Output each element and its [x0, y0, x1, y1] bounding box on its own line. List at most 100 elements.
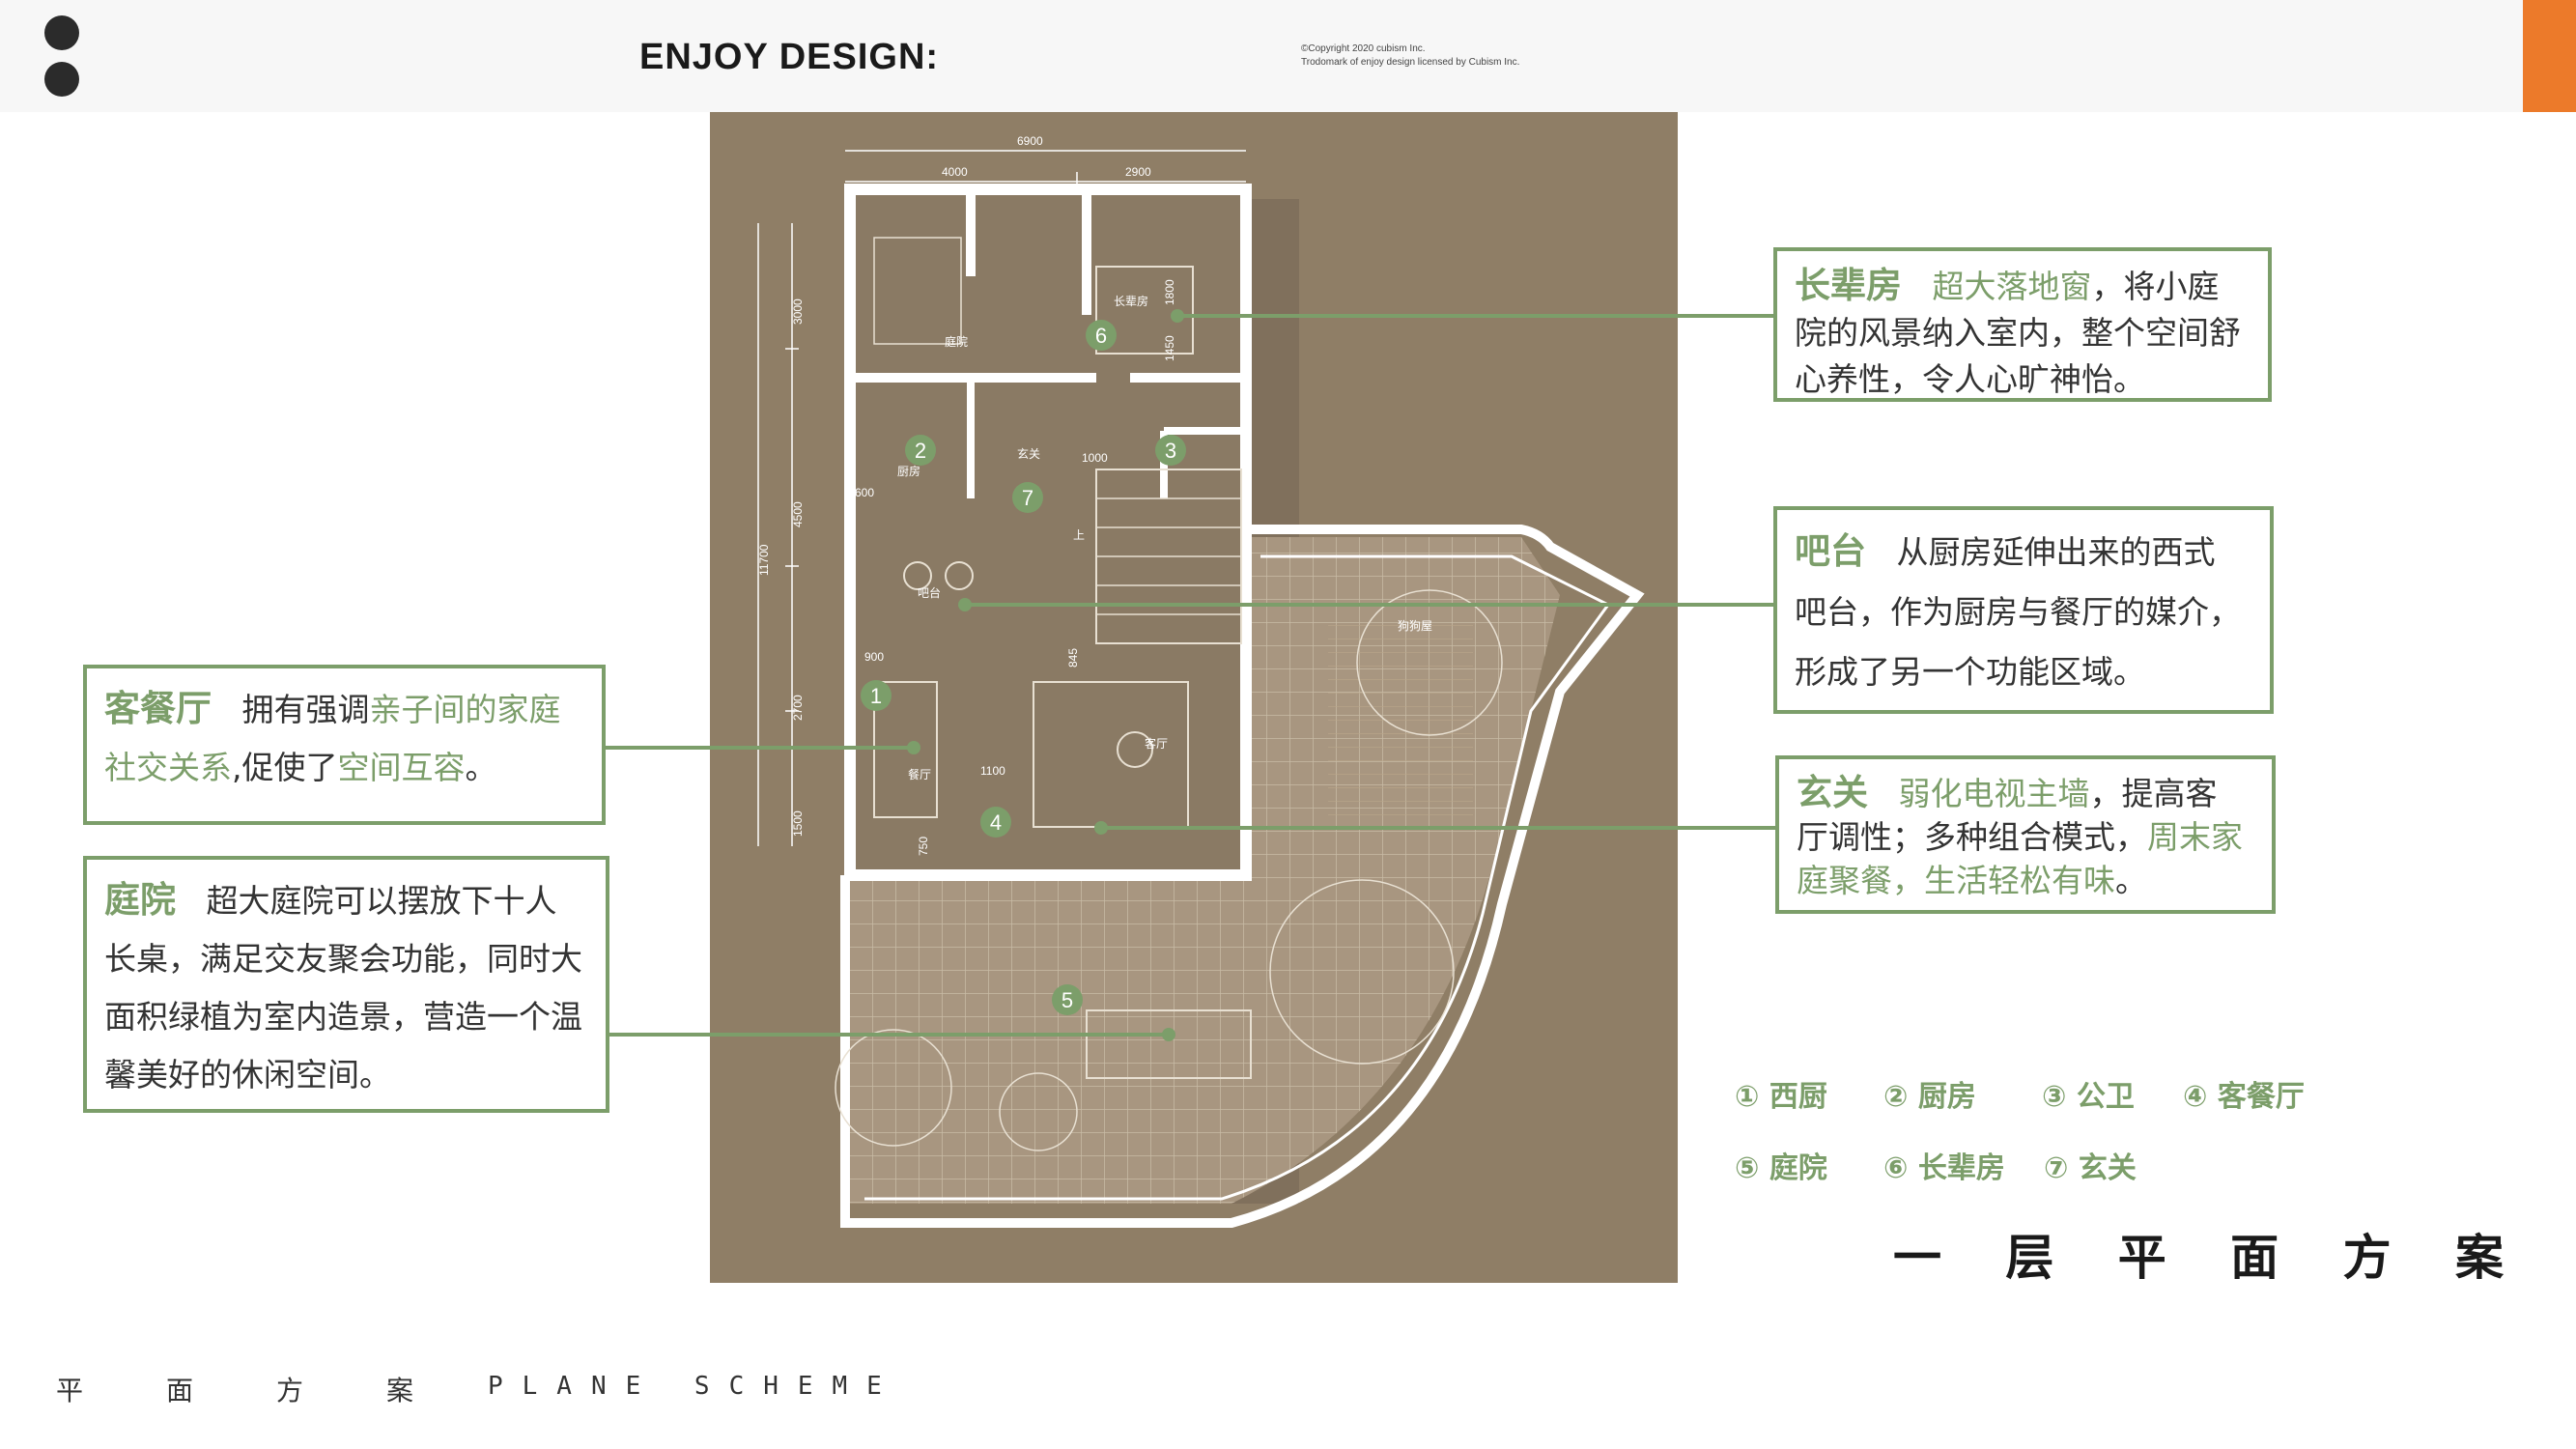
dim-seg-2700: 2700	[791, 695, 805, 721]
dim-left-width: 4000	[942, 165, 968, 179]
footer-cn-char-2: 面	[165, 1375, 193, 1406]
connector-foyer	[1101, 826, 1775, 830]
courtyard-inner-line	[864, 554, 1611, 1201]
floor-plan: 6900 4000 2900 11700 3000 4500 2700 1500…	[710, 112, 1678, 1283]
room-label-foyer: 玄关	[1017, 446, 1040, 461]
legend-item-2: ② 厨房	[1883, 1080, 1976, 1114]
callout-living-dining: 客餐厅 拥有强调亲子间的家庭 社交关系,促使了空间互容。	[83, 665, 606, 825]
room-label-bar: 吧台	[918, 585, 941, 600]
callout-bar-t3: 形成了另一个功能区域。	[1795, 653, 2145, 691]
courtyard-wall	[840, 525, 1645, 1228]
footer-cn-char-3: 方	[275, 1375, 303, 1406]
callout-courtyard-t1: 超大庭院可以摆放下十人	[206, 882, 557, 920]
plan-marker-2: 2	[905, 435, 936, 466]
copyright-text: ©Copyright 2020 cubism Inc. Trodomark of…	[1301, 43, 1519, 70]
small-courtyard	[873, 237, 962, 345]
plan-marker-7: 7	[1012, 482, 1043, 513]
callout-courtyard-t4: 馨美好的休闲空间。	[104, 1056, 391, 1094]
callout-foyer-t1: ，提高客	[2089, 775, 2218, 812]
callout-foyer-t2: 厅调性；多种组合模式，	[1797, 818, 2147, 856]
room-label-dining: 餐厅	[908, 767, 931, 781]
plan-marker-4: 4	[980, 807, 1011, 838]
dim-600: 600	[855, 486, 874, 499]
floor-plan-svg: 6900 4000 2900 11700 3000 4500 2700 1500…	[710, 112, 1678, 1283]
room-label-doghouse: 狗狗屋	[1398, 619, 1432, 633]
dim-total-height: 11700	[757, 544, 771, 576]
callout-elder-t3: 心养性，令人心旷神怡。	[1795, 360, 2145, 398]
room-label-kitchen: 厨房	[897, 464, 920, 478]
svg-text:5: 5	[1062, 988, 1073, 1012]
footer-title-en: PLANE SCHEME	[488, 1372, 901, 1401]
callout-elder-room: 长辈房 超大落地窗，将小庭 院的风景纳入室内，整个空间舒 心养性，令人心旷神怡。	[1773, 247, 2272, 402]
callout-foyer-hl2: 周末家	[2147, 818, 2243, 856]
callout-bar-t2: 吧台，作为厨房与餐厅的媒介，	[1795, 593, 2241, 631]
legend-item-5: ⑤ 庭院	[1735, 1151, 1827, 1185]
callout-living-t3: 。	[465, 749, 497, 786]
plan-title-char-1: 一	[1893, 1230, 1941, 1286]
svg-text:3: 3	[1165, 439, 1176, 463]
footer-cn-char-1: 平	[56, 1375, 84, 1406]
room-label-up: 上	[1073, 528, 1085, 542]
dim-750: 750	[917, 837, 930, 856]
callout-elder-t1: ，将小庭	[2091, 268, 2220, 305]
legend-item-6: ⑥ 长辈房	[1883, 1151, 2005, 1185]
copyright-line-2: Trodomark of enjoy design licensed by Cu…	[1301, 57, 1520, 68]
copyright-line-1: ©Copyright 2020 cubism Inc.	[1301, 43, 1426, 54]
plan-marker-5: 5	[1052, 984, 1083, 1015]
callout-living-t1: 拥有强调	[241, 691, 370, 728]
room-label-elder: 长辈房	[1114, 294, 1148, 308]
svg-text:1: 1	[870, 684, 882, 708]
legend-item-3: ③ 公卫	[2042, 1080, 2135, 1114]
room-label-living: 客厅	[1145, 736, 1168, 751]
dim-1100: 1100	[980, 764, 1005, 778]
callout-foyer: 玄关 弱化电视主墙，提高客 厅调性；多种组合模式，周末家 庭聚餐，生活轻松有味。	[1775, 755, 2276, 914]
dim-right-width: 2900	[1125, 165, 1151, 179]
callout-foyer-title: 玄关	[1797, 772, 1868, 813]
dining-table	[873, 681, 938, 818]
legend-item-1: ① 西厨	[1735, 1080, 1827, 1114]
plan-title-char-4: 面	[2230, 1230, 2279, 1286]
connector-elder	[1177, 314, 1775, 318]
callout-bar: 吧台 从厨房延伸出来的西式 吧台，作为厨房与餐厅的媒介， 形成了另一个功能区域。	[1773, 506, 2274, 714]
deck-area	[1328, 614, 1473, 837]
plan-title-char-3: 平	[2117, 1230, 2166, 1286]
callout-living-hl3: 空间互容	[337, 749, 466, 786]
callout-courtyard-t3: 面积绿植为室内造景，营造一个温	[104, 998, 582, 1036]
dim-1450: 1450	[1163, 335, 1176, 361]
callout-foyer-hl3: 庭聚餐，生活轻松有味	[1797, 862, 2115, 899]
dim-total-width: 6900	[1017, 134, 1043, 148]
plan-title-char-6: 案	[2454, 1230, 2504, 1286]
menu-dot-bottom[interactable]	[44, 62, 79, 97]
plan-title-char-2: 层	[2005, 1230, 2054, 1286]
svg-text:7: 7	[1022, 486, 1033, 510]
elder-bed	[1095, 266, 1194, 355]
legend-item-4: ④ 客餐厅	[2183, 1080, 2305, 1114]
menu-dot-top[interactable]	[44, 15, 79, 50]
orange-accent-tab	[2523, 0, 2576, 112]
legend-item-7: ⑦ 玄关	[2044, 1151, 2137, 1185]
dim-seg-1500: 1500	[791, 810, 805, 837]
dim-1800: 1800	[1163, 279, 1176, 305]
dim-900: 900	[864, 650, 884, 664]
svg-text:6: 6	[1095, 324, 1107, 348]
callout-bar-title: 吧台	[1795, 530, 1866, 572]
connector-living	[604, 746, 914, 750]
plan-title-char-5: 方	[2342, 1230, 2392, 1286]
connector-bar	[965, 603, 1775, 607]
svg-text:4: 4	[990, 810, 1002, 835]
dim-845: 845	[1066, 648, 1080, 668]
callout-bar-t1: 从厨房延伸出来的西式	[1896, 533, 2216, 571]
callout-courtyard-title: 庭院	[104, 879, 176, 921]
dim-1000: 1000	[1082, 451, 1108, 465]
callout-living-hl1: 亲子间的家庭	[369, 691, 561, 728]
callout-courtyard: 庭院 超大庭院可以摆放下十人 长桌，满足交友聚会功能，同时大 面积绿植为室内造景…	[83, 856, 609, 1113]
plan-title: 一 层 平 面 方 案	[1893, 1219, 2504, 1289]
callout-foyer-t3: 。	[2115, 862, 2147, 899]
connector-courtyard	[607, 1033, 1169, 1037]
callout-courtyard-t2: 长桌，满足交友聚会功能，同时大	[104, 940, 582, 978]
room-label-courtyard-top: 庭院	[945, 334, 968, 349]
footer-title-cn: 平 面 方 案	[56, 1370, 413, 1408]
callout-living-title: 客餐厅	[104, 688, 212, 729]
courtyard-long-table	[1086, 1009, 1252, 1079]
svg-text:2: 2	[915, 439, 926, 463]
